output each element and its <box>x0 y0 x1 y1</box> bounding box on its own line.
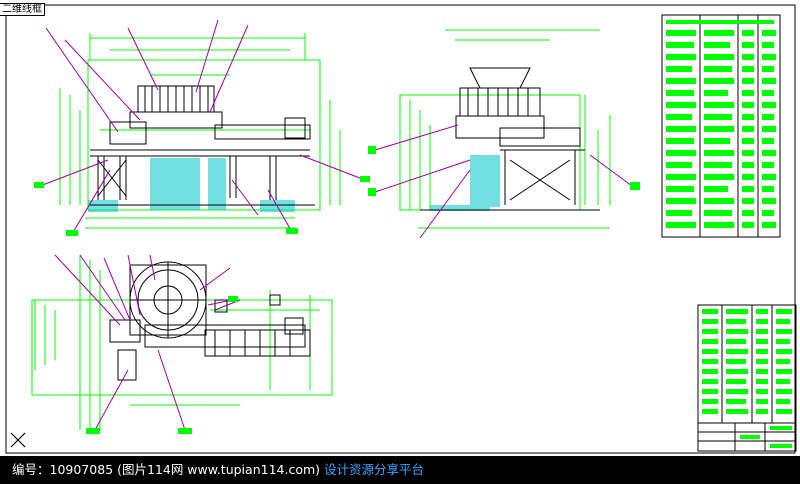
side-elevation-view <box>368 29 640 239</box>
drawing-border <box>5 4 796 454</box>
ucs-icon <box>10 432 26 448</box>
plan-view <box>31 254 333 434</box>
footer-id-text: 编号：10907085 (图片114网 www.tupian114.com) <box>12 462 321 477</box>
front-elevation-view <box>34 19 370 236</box>
cad-drawing <box>5 4 797 454</box>
title-block <box>697 422 797 452</box>
technical-spec-table <box>661 14 781 238</box>
footer-platform-link[interactable]: 设计资源分享平台 <box>324 462 425 477</box>
cad-drawing-canvas: 二维线框 <box>0 3 797 454</box>
watermark-footer: 编号：10907085 (图片114网 www.tupian114.com) 设… <box>0 456 800 484</box>
viewport-tab-label[interactable]: 二维线框 <box>0 3 45 16</box>
parts-list-table <box>697 304 797 424</box>
